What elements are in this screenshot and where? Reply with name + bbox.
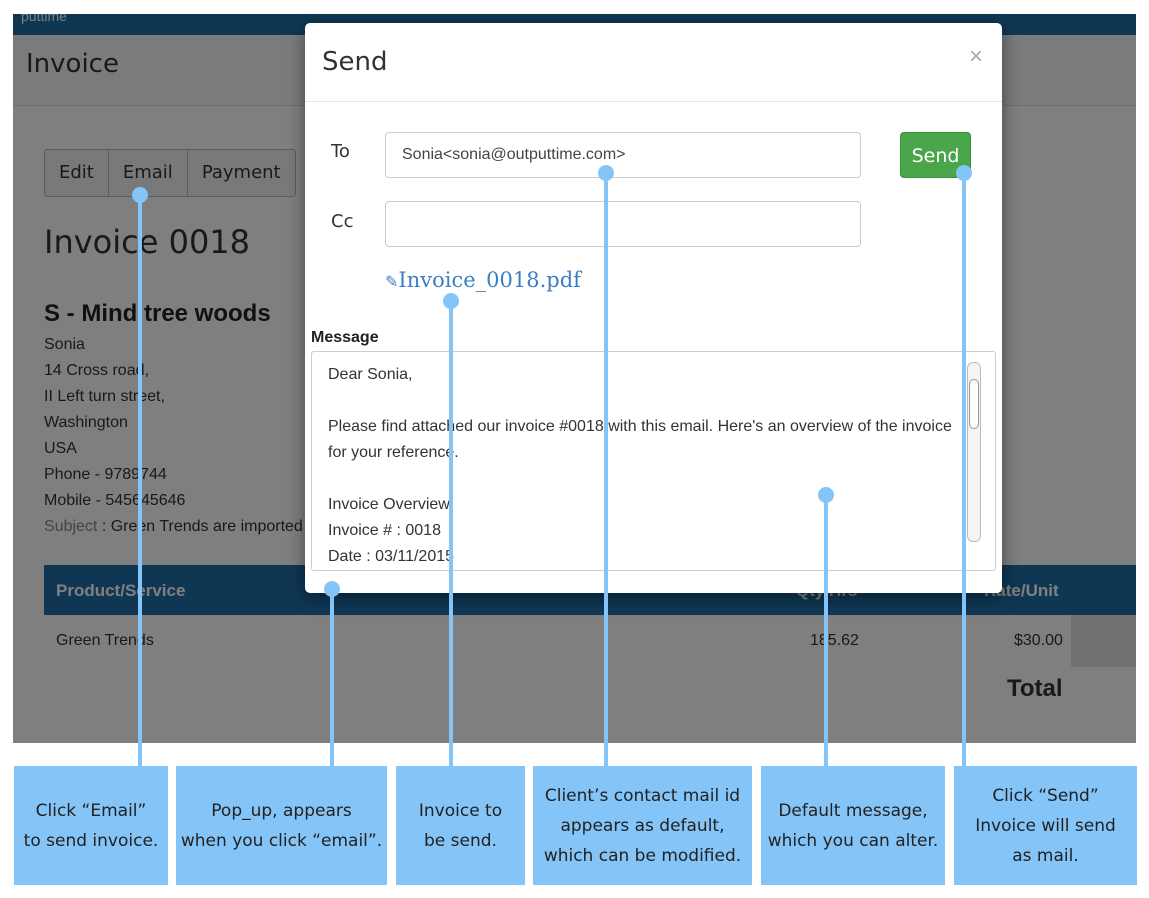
callout-message: Default message, which you can alter.	[761, 766, 945, 885]
to-label: To	[331, 141, 350, 162]
attachment-link[interactable]: ✎Invoice_0018.pdf	[385, 268, 581, 292]
send-button[interactable]: Send	[900, 132, 971, 178]
annotation-line-message	[824, 494, 828, 766]
attachment-filename: Invoice_0018.pdf	[398, 268, 581, 292]
message-line: Date : 03/11/2015	[328, 548, 455, 565]
callout-mailid: Client’s contact mail id appears as defau…	[533, 766, 752, 885]
message-line: for your reference.	[328, 444, 459, 461]
callout-send: Click “Send” Invoice will send as mail.	[954, 766, 1137, 885]
callout-line: which can be modified.	[543, 845, 742, 866]
annotation-dot-send	[956, 165, 972, 181]
annotation-line-email	[138, 194, 142, 766]
callout-line: Click “Send”	[992, 785, 1099, 806]
annotation-dot-message	[818, 487, 834, 503]
annotation-line-mailid	[604, 172, 608, 766]
cc-label: Cc	[331, 211, 354, 232]
annotation-line-attachment	[449, 300, 453, 766]
annotation-dot-email	[132, 187, 148, 203]
paperclip-icon: ✎	[385, 272, 399, 291]
modal-title: Send	[322, 47, 388, 77]
callout-email: Click “Email” to send invoice.	[14, 766, 168, 885]
callout-line: Click “Email”	[35, 800, 147, 821]
message-line: Invoice Overview:	[328, 496, 455, 513]
modal-divider	[305, 101, 1002, 102]
callout-line: Invoice will send	[975, 815, 1116, 836]
message-line: Invoice # : 0018	[328, 522, 441, 539]
callout-line: as mail.	[1012, 845, 1079, 866]
callout-line: Invoice to	[418, 800, 503, 821]
callout-line: when you click “email”.	[180, 830, 383, 851]
message-text: Dear Sonia, Please find attached our inv…	[328, 362, 958, 570]
callout-line: Default message,	[778, 800, 928, 821]
close-icon[interactable]: ×	[969, 43, 984, 70]
callout-attachment: Invoice to be send.	[396, 766, 525, 885]
message-line: Please find attached our invoice #0018 w…	[328, 418, 952, 435]
annotation-line-popup	[330, 588, 334, 766]
callout-line: to send invoice.	[23, 830, 159, 851]
callout-line: Pop_up, appears	[211, 800, 352, 821]
scrollbar-thumb[interactable]	[969, 379, 979, 429]
callout-line: Client’s contact mail id	[544, 785, 741, 806]
message-textarea[interactable]: Dear Sonia, Please find attached our inv…	[311, 351, 996, 571]
callout-line: which you can alter.	[767, 830, 939, 851]
message-line: Dear Sonia,	[328, 366, 413, 383]
message-scrollbar[interactable]	[967, 362, 981, 542]
send-modal: Send × To Send Cc ✎Invoice_0018.pdf Mess…	[305, 23, 1002, 593]
annotation-line-send	[962, 172, 966, 766]
annotation-dot-attachment	[443, 293, 459, 309]
cc-input[interactable]	[385, 201, 861, 247]
callout-line: be send.	[424, 830, 497, 851]
callout-popup: Pop_up, appears when you click “email”.	[176, 766, 387, 885]
message-label: Message	[311, 329, 379, 346]
callout-line: appears as default,	[560, 815, 725, 836]
annotation-dot-mailid	[598, 165, 614, 181]
to-input[interactable]	[385, 132, 861, 178]
annotation-dot-popup	[324, 581, 340, 597]
